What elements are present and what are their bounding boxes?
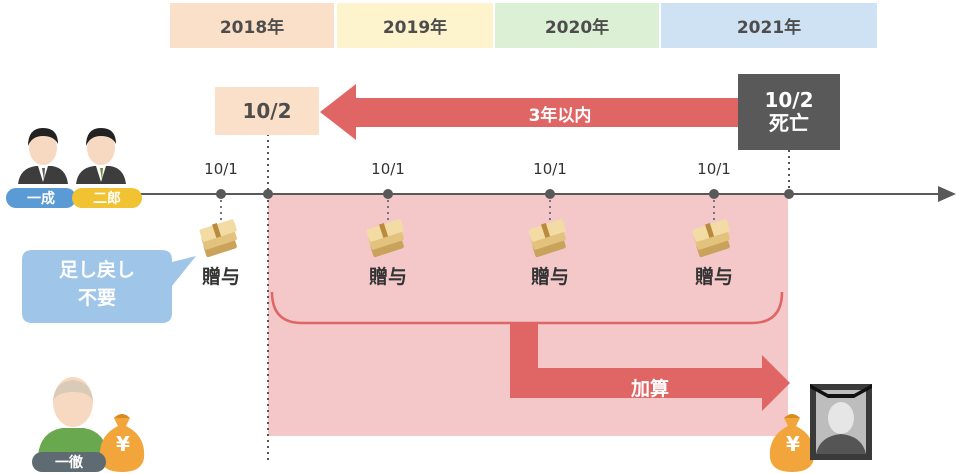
- money-bag-icon: [99, 414, 145, 472]
- giver-name-tag: 一成: [6, 188, 76, 208]
- cash-bundle-icon: [199, 219, 237, 258]
- yen-icon: ¥: [116, 432, 130, 456]
- businessman-icon: [18, 128, 68, 184]
- gift-label: 贈与: [694, 266, 733, 288]
- add-arrow: [510, 323, 790, 411]
- tick-label: 10/1: [697, 160, 731, 178]
- tick-label: 10/1: [204, 160, 238, 178]
- three-year-arrow-label: 3年以内: [528, 106, 592, 126]
- death-date: 10/2: [764, 88, 814, 112]
- start-date-box: 10/2: [215, 87, 319, 135]
- callout-line-1: 足し戻し: [58, 259, 135, 281]
- gift-label: 贈与: [368, 266, 407, 288]
- death-date-box: 10/2 死亡: [738, 74, 840, 150]
- callout-line-2: 不要: [77, 287, 116, 309]
- memorial-portrait-icon: [810, 384, 872, 460]
- gift-label: 贈与: [201, 266, 240, 288]
- money-bag-icon: [769, 414, 815, 472]
- gift-label: 贈与: [530, 266, 569, 288]
- callout-bubble: [22, 250, 196, 323]
- three-year-arrow: [320, 84, 738, 140]
- tick-label: 10/1: [533, 160, 567, 178]
- yen-icon: ¥: [786, 432, 800, 456]
- cash-bundle-icon: [528, 219, 566, 258]
- year-band-2018: 2018年: [170, 3, 334, 48]
- heir-name-tag: 一徹: [32, 452, 106, 472]
- year-band-2020: 2020年: [495, 3, 659, 48]
- cash-bundle-icon: [692, 219, 730, 258]
- callout-text: 足し戻し 不要: [22, 256, 172, 312]
- death-label: 死亡: [769, 111, 809, 135]
- elderly-man-icon: [38, 377, 108, 456]
- year-band-2021: 2021年: [661, 3, 877, 48]
- recipient-name-tag: 二郎: [72, 188, 142, 208]
- add-arrow-label: 加算: [630, 378, 669, 400]
- tick-label: 10/1: [371, 160, 405, 178]
- cash-bundle-icon: [366, 219, 404, 258]
- timeline-arrowhead: [938, 186, 956, 202]
- year-band-2019: 2019年: [337, 3, 493, 48]
- businessman-icon: [76, 128, 126, 184]
